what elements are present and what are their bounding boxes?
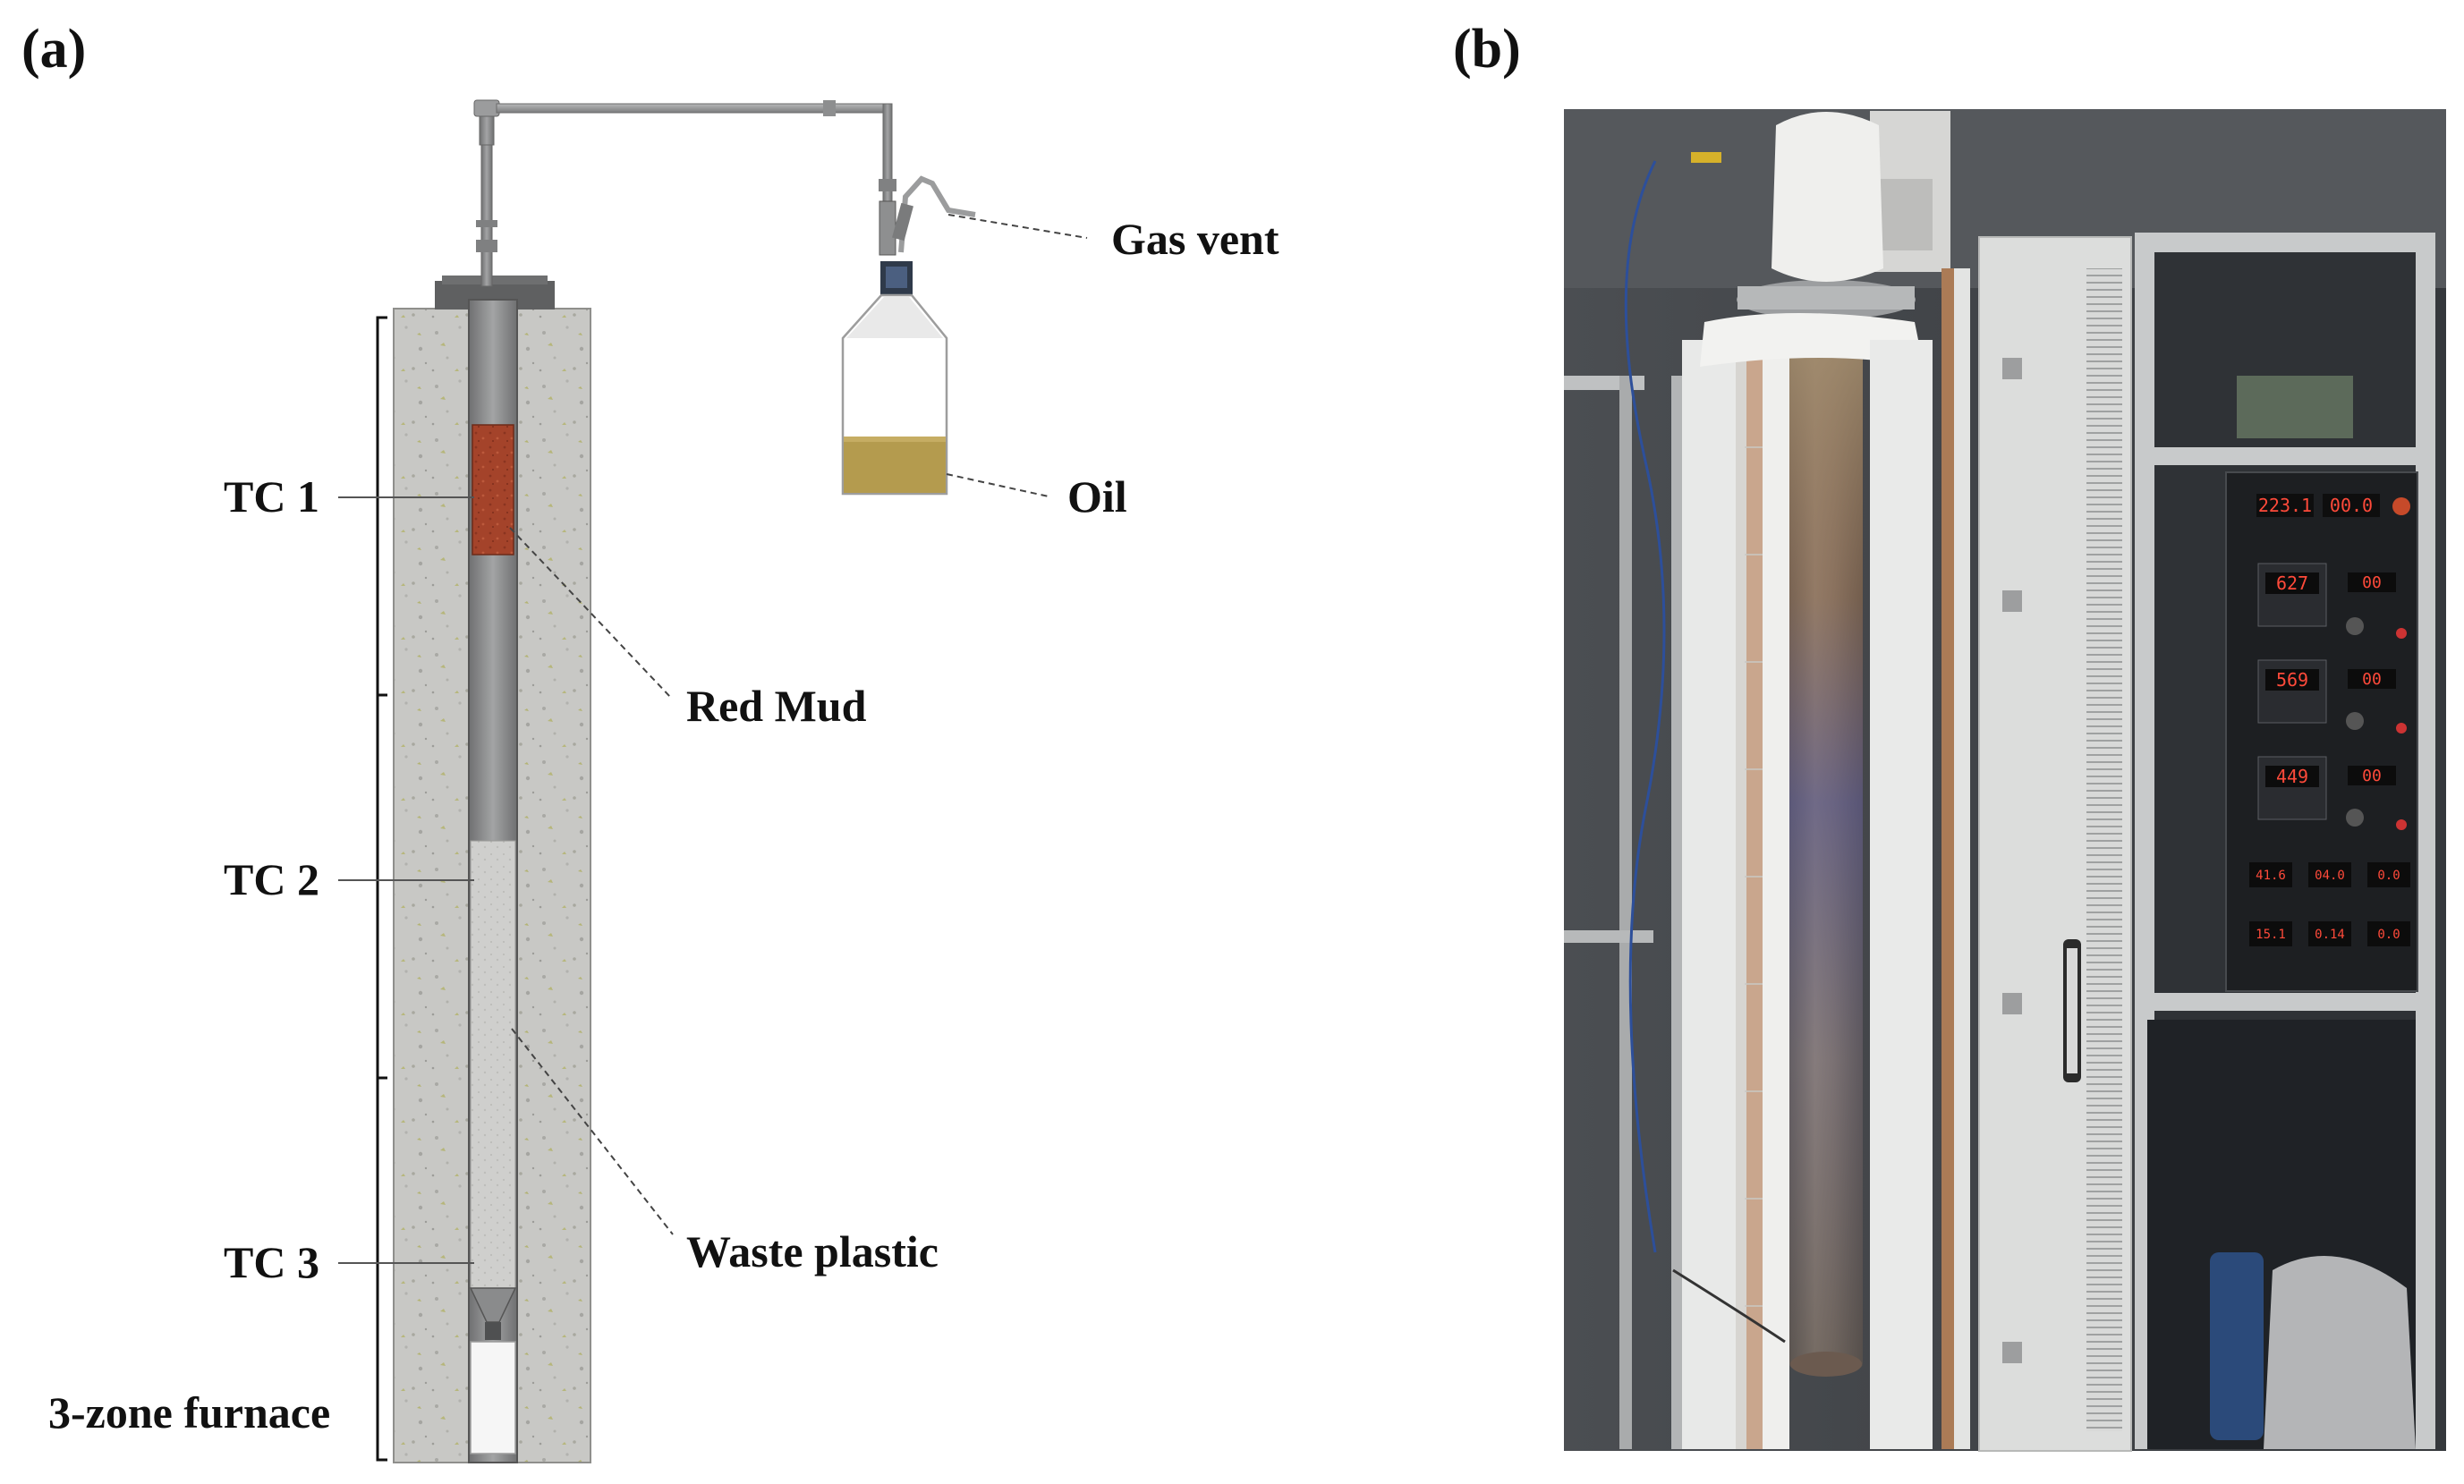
svg-text:627: 627 [2276, 572, 2308, 594]
svg-text:569: 569 [2276, 669, 2308, 691]
label-waste-plastic: Waste plastic [686, 1226, 939, 1276]
furnace-zone-bracket [376, 316, 387, 1462]
label-oil: Oil [1067, 471, 1127, 522]
svg-text:15.1: 15.1 [2256, 928, 2286, 942]
zone-controller-2: 569 00 [2257, 659, 2407, 734]
readout-main-temp: 223.1 [2258, 495, 2312, 516]
svg-text:0.0: 0.0 [2377, 928, 2400, 942]
label-tc1: TC 1 [224, 471, 319, 522]
control-panel [2225, 471, 2418, 992]
svg-text:00: 00 [2362, 767, 2382, 785]
label-red-mud: Red Mud [686, 681, 867, 731]
svg-text:04.0: 04.0 [2315, 869, 2345, 883]
bottom-collector [470, 1341, 516, 1454]
waste-plastic-bed [470, 840, 516, 1289]
svg-text:0.0: 0.0 [2377, 869, 2400, 883]
label-gas-vent: Gas vent [1111, 214, 1279, 264]
furnace-right-half [1870, 340, 1933, 1449]
label-tc3: TC 3 [224, 1237, 319, 1287]
oil-level [844, 437, 946, 493]
label-furnace: 3-zone furnace [48, 1387, 331, 1437]
label-tc2: TC 2 [224, 854, 319, 904]
svg-text:449: 449 [2276, 766, 2308, 787]
readout-main-flow: 00.0 [2330, 495, 2373, 516]
insulation-wrap [1772, 112, 1883, 282]
red-mud-bed [472, 424, 514, 555]
indicator-grid: 41.6 04.0 0.0 15.1 0.14 0.0 [2249, 862, 2410, 946]
reactor-schematic [338, 99, 1088, 1463]
svg-text:00: 00 [2362, 670, 2382, 689]
svg-text:00: 00 [2362, 573, 2382, 592]
panel-b-letter: (b) [1453, 19, 1521, 80]
svg-text:0.14: 0.14 [2315, 928, 2345, 942]
svg-text:41.6: 41.6 [2256, 869, 2286, 883]
zone-controller-1: 627 00 [2257, 563, 2407, 639]
zone-controller-3: 449 00 [2257, 756, 2407, 830]
panel-a-letter: (a) [21, 19, 87, 80]
